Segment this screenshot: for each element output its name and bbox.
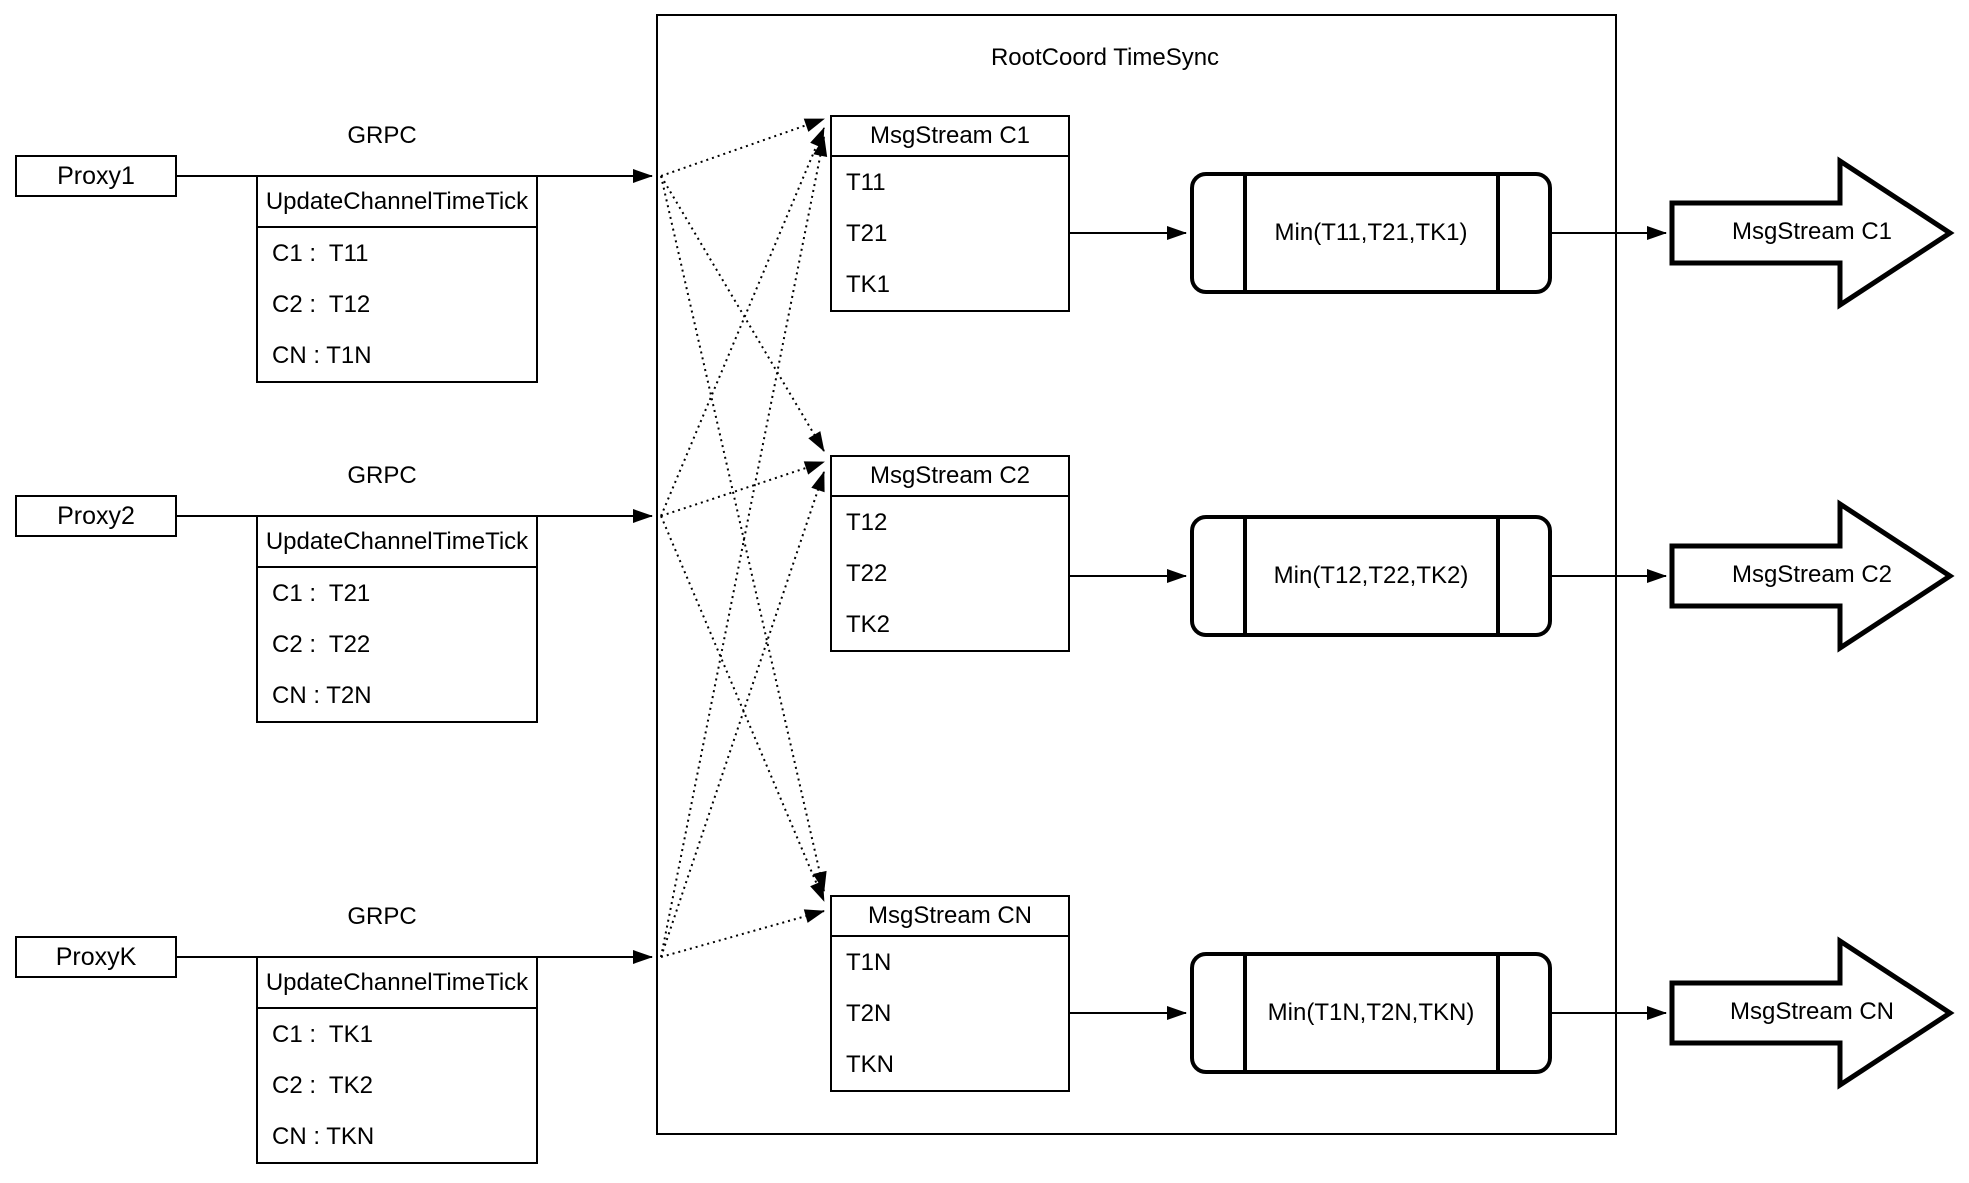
msgstream-table-c1: MsgStream C1 T11 T21 TK1: [830, 115, 1070, 312]
update-channel-timetick-table-3: UpdateChannelTimeTick C1 : TK1 C2 : TK2 …: [256, 956, 538, 1164]
grpc-label: GRPC: [347, 462, 417, 489]
rootcoord-title: RootCoord TimeSync: [990, 44, 1220, 71]
min-label: Min(T1N,T2N,TKN): [1267, 999, 1475, 1026]
min-function-node-2: Min(T12,T22,TK2): [1190, 515, 1552, 637]
table-row: T12: [846, 508, 888, 536]
table-header: MsgStream CN: [832, 897, 1068, 937]
table-row: T21: [846, 219, 888, 247]
divider: [1243, 956, 1247, 1070]
table-row: C2 : TK2: [272, 1071, 373, 1099]
table-header: UpdateChannelTimeTick: [258, 517, 536, 568]
output-arrow-label: MsgStream C1: [1731, 218, 1893, 245]
table-row: CN : TKN: [272, 1122, 375, 1150]
table-row: T1N: [846, 948, 892, 976]
table-row: T11: [846, 168, 886, 196]
min-function-node-1: Min(T11,T21,TK1): [1190, 172, 1552, 294]
table-header: MsgStream C1: [832, 117, 1068, 157]
min-label: Min(T12,T22,TK2): [1273, 562, 1469, 589]
table-row: T22: [846, 559, 888, 587]
divider: [1496, 176, 1500, 290]
divider: [1243, 519, 1247, 633]
update-channel-timetick-table-2: UpdateChannelTimeTick C1 : T21 C2 : T22 …: [256, 515, 538, 723]
table-row: CN : T1N: [272, 341, 372, 369]
proxyk-node: ProxyK: [15, 936, 177, 978]
divider: [1496, 519, 1500, 633]
update-channel-timetick-table-1: UpdateChannelTimeTick C1 : T11 C2 : T12 …: [256, 175, 538, 383]
table-row: TK2: [846, 610, 891, 638]
table-row: CN : T2N: [272, 681, 372, 709]
min-label: Min(T11,T21,TK1): [1274, 219, 1468, 246]
table-header: MsgStream C2: [832, 457, 1068, 497]
table-row: C1 : TK1: [272, 1020, 373, 1048]
divider: [1243, 176, 1247, 290]
divider: [1496, 956, 1500, 1070]
table-row: TK1: [846, 270, 891, 298]
table-header: UpdateChannelTimeTick: [258, 177, 536, 228]
table-row: C1 : T11: [272, 239, 369, 267]
proxy2-node: Proxy2: [15, 495, 177, 537]
msgstream-table-c2: MsgStream C2 T12 T22 TK2: [830, 455, 1070, 652]
msgstream-table-cn: MsgStream CN T1N T2N TKN: [830, 895, 1070, 1092]
output-arrow-label: MsgStream CN: [1729, 998, 1895, 1025]
table-header: UpdateChannelTimeTick: [258, 958, 536, 1009]
table-row: C1 : T21: [272, 579, 371, 607]
grpc-label: GRPC: [347, 122, 417, 149]
min-function-node-3: Min(T1N,T2N,TKN): [1190, 952, 1552, 1074]
table-row: C2 : T22: [272, 630, 371, 658]
proxy1-node: Proxy1: [15, 155, 177, 197]
table-row: TKN: [846, 1050, 894, 1078]
output-arrow-label: MsgStream C2: [1731, 561, 1893, 588]
table-row: C2 : T12: [272, 290, 371, 318]
table-row: T2N: [846, 999, 892, 1027]
grpc-label: GRPC: [347, 903, 417, 930]
